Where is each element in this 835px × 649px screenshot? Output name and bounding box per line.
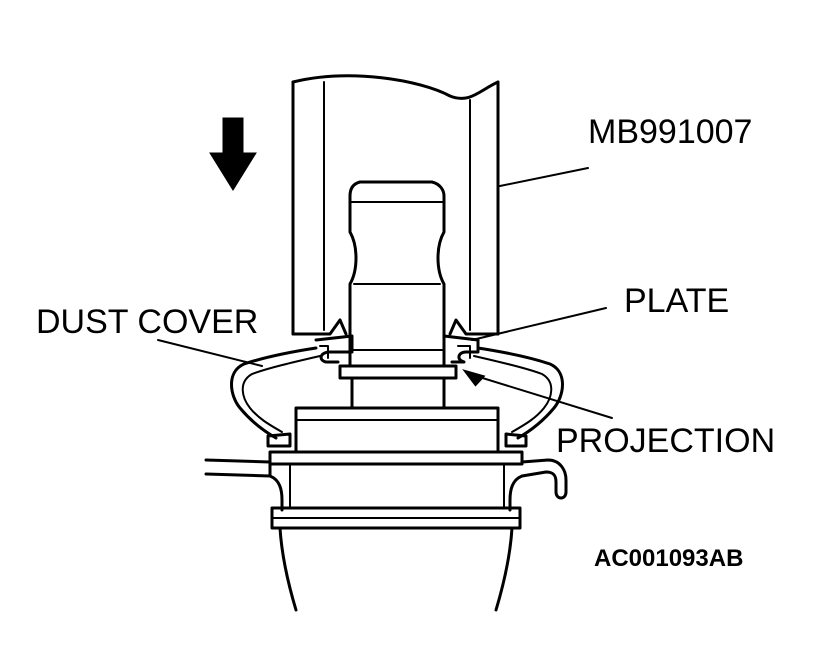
leader-plate bbox=[471, 307, 607, 341]
plate bbox=[314, 334, 480, 364]
label-plate: PLATE bbox=[624, 282, 730, 320]
leader-mb991007 bbox=[499, 167, 589, 187]
spring-seat bbox=[204, 450, 568, 612]
arrow-down-icon bbox=[209, 117, 257, 191]
special-tool-mb991007 bbox=[291, 74, 500, 336]
label-projection: PROJECTION bbox=[556, 422, 776, 460]
leader-projection bbox=[462, 369, 613, 419]
bump-body bbox=[294, 406, 500, 454]
piston-rod bbox=[338, 180, 458, 410]
label-dust-cover: DUST COVER bbox=[36, 303, 259, 341]
leader-dust-cover bbox=[157, 339, 263, 367]
label-mb991007: MB991007 bbox=[588, 113, 753, 151]
figure-code: AC001093AB bbox=[594, 545, 744, 572]
dust-cover bbox=[230, 346, 564, 448]
